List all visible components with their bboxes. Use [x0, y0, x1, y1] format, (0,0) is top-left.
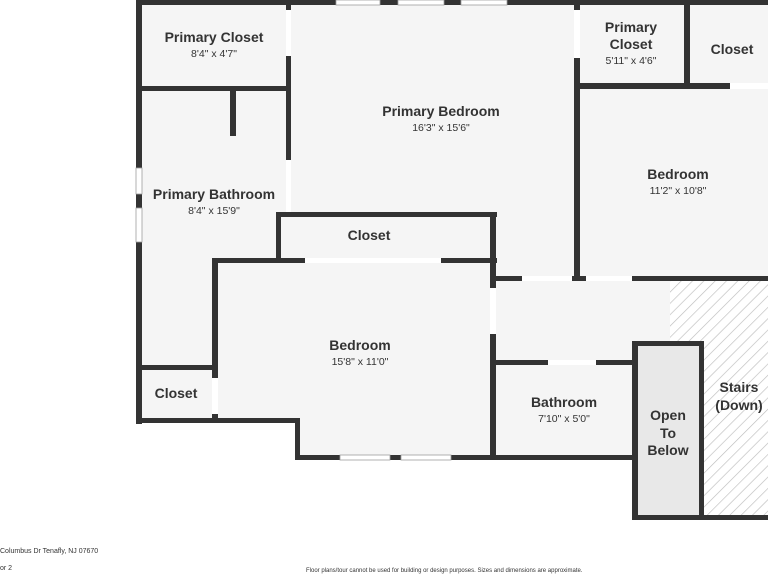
- footer-address: Columbus Dr Tenafly, NJ 07670: [0, 548, 99, 555]
- window: [135, 167, 143, 195]
- primary-closet-left-name: Primary Closet: [165, 29, 264, 45]
- primary-closet-left-dims: 8'4" x 4'7": [191, 48, 237, 60]
- footer-floor: or 2: [0, 565, 13, 572]
- bathroom-name: Bathroom: [531, 394, 597, 410]
- window: [339, 454, 391, 461]
- window: [397, 0, 445, 6]
- open-to-below-line-2: To: [660, 425, 676, 441]
- bathroom-dims: 7'10" x 5'0": [538, 413, 590, 425]
- primary-bathroom-dims: 8'4" x 15'9": [188, 205, 240, 217]
- stairs-line-2: (Down): [715, 397, 762, 413]
- closet-middle-name: Closet: [348, 227, 391, 243]
- bedroom-right-dims: 11'2" x 10'8": [650, 185, 707, 197]
- footer-disclaimer: Floor plans/tour cannot be used for buil…: [306, 568, 583, 574]
- primary-bathroom-name: Primary Bathroom: [153, 186, 275, 202]
- stairs-line-1: Stairs: [720, 379, 759, 395]
- closet-bottom-left-name: Closet: [155, 385, 198, 401]
- openings: [135, 0, 508, 461]
- bedroom-center-name: Bedroom: [329, 337, 390, 353]
- primary-closet-right-name-1: Primary: [605, 19, 657, 35]
- bedroom-right-name: Bedroom: [647, 166, 708, 182]
- open-to-below-line-1: Open: [650, 407, 686, 423]
- primary-closet-right-dims: 5'11" x 4'6": [606, 55, 657, 67]
- window: [135, 207, 143, 243]
- primary-bedroom-name: Primary Bedroom: [382, 103, 499, 119]
- room-labels: Primary Closet 8'4" x 4'7" Primary Bedro…: [153, 19, 763, 458]
- window: [400, 454, 452, 461]
- window: [460, 0, 508, 6]
- doorways: [212, 10, 768, 414]
- closet-top-right-name: Closet: [711, 41, 754, 57]
- primary-bedroom-dims: 16'3" x 15'6": [412, 122, 470, 134]
- open-to-below-area: [636, 345, 699, 515]
- window: [335, 0, 381, 6]
- open-to-below-line-3: Below: [647, 442, 688, 458]
- bedroom-center-dims: 15'8" x 11'0": [332, 356, 389, 368]
- floor-fills: [139, 0, 768, 516]
- primary-closet-right-name-2: Closet: [610, 36, 653, 52]
